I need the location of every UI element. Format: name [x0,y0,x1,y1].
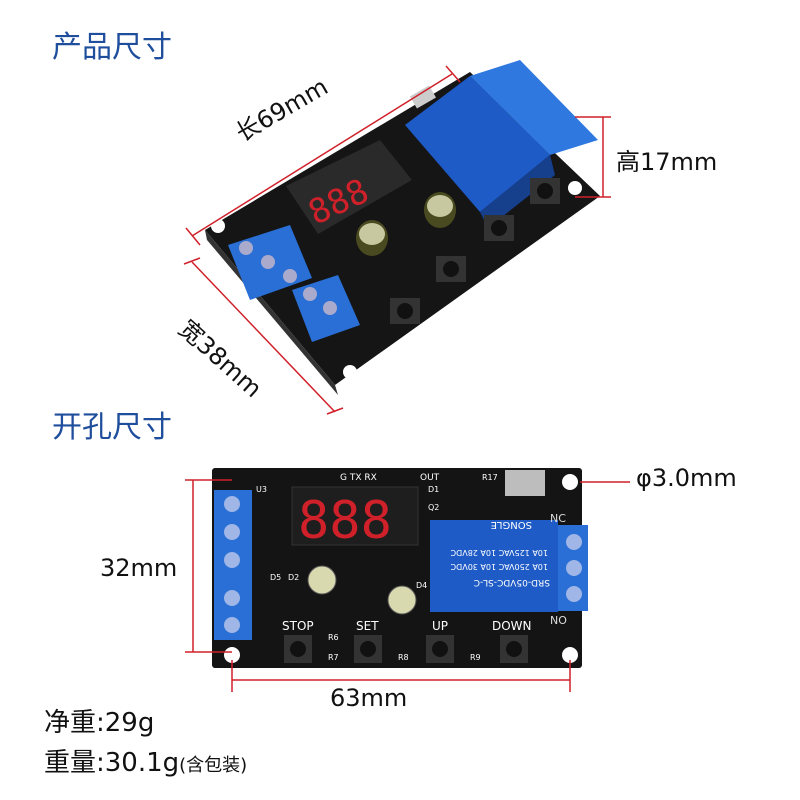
button-label-set: SET [356,619,379,633]
gross-weight-main: 重量:30.1g [44,748,180,778]
button-label-up: UP [432,619,448,633]
gross-weight: 重量:30.1g(含包装) [44,742,247,779]
svg-text:888: 888 [298,491,392,551]
ref-d5: D5 [270,573,281,582]
ref-r7: R7 [328,653,339,662]
ref-r9: R9 [470,653,481,662]
ref-r17: R17 [482,473,498,482]
ref-d4: D4 [416,581,427,590]
ref-d2: D2 [288,573,299,582]
ref-r8: R8 [398,653,409,662]
ref-r6: R6 [328,633,339,642]
nc-label: NC [550,512,566,525]
relay-model-text: SRD-05VDC-SL-C [474,577,550,587]
out-label: OUT [420,473,440,483]
vertical-span-dimension-line [185,479,232,653]
horizontal-span-label: 63mm [330,684,408,712]
relay-brand: SONGLE [491,519,532,530]
vertical-span-label: 32mm [100,554,178,582]
length-dimension-line [185,65,461,246]
horizontal-span-dimension-line [231,660,571,692]
ref-u3: U3 [256,485,267,494]
hole-diameter-label: φ3.0mm [636,464,737,492]
height-label: 高17mm [616,148,718,176]
height-dimension-line [575,116,611,198]
relay-spec-2: 10A 125VAC 10A 28VDC [450,548,548,557]
button-label-stop: STOP [282,619,314,633]
header-pin-label: G TX RX [340,473,377,483]
relay-spec-1: 10A 250VAC 10A 30VDC [450,562,548,571]
product-size-heading: 产品尺寸 [52,30,172,65]
ref-q2: Q2 [428,503,439,512]
width-dimension-line [183,257,344,415]
net-weight: 净重:29g [44,708,155,738]
button-label-down: DOWN [492,619,532,633]
hole-size-heading: 开孔尺寸 [52,410,172,445]
angled-board: 888 [205,60,600,395]
gross-weight-note: (含包装) [179,755,248,776]
ref-d1: D1 [428,485,439,494]
no-label: NO [550,614,567,627]
flat-board: 888 [212,468,588,668]
